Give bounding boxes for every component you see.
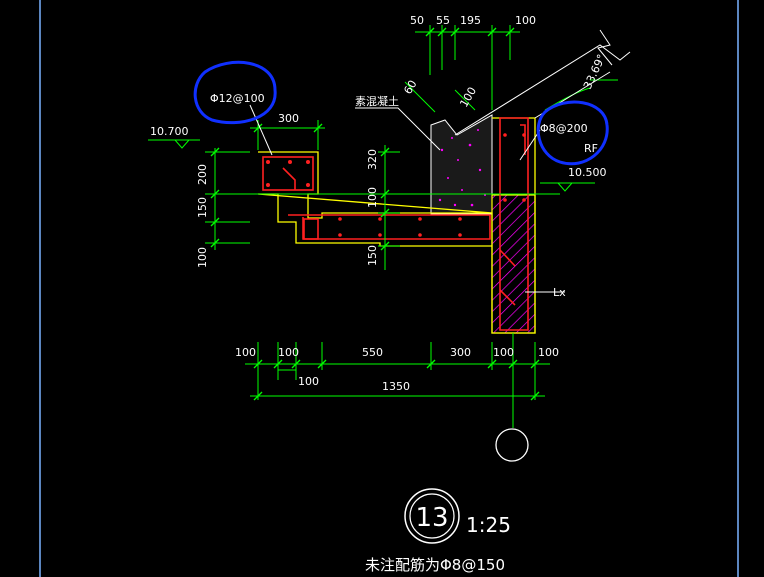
- rebar-column: [499, 117, 529, 331]
- detail-bubble-outer: [404, 488, 460, 544]
- left-dim-150: 150: [196, 197, 209, 218]
- elevation-left: 10.700: [150, 125, 189, 138]
- bottom-dim-3: 550: [362, 346, 383, 359]
- top-dim-1: 50: [410, 14, 424, 27]
- bottom-dim-2: 100: [278, 346, 299, 359]
- mid-dim-100: 100: [366, 187, 379, 208]
- mid-dim-150: 150: [366, 245, 379, 266]
- bottom-dim-1: 100: [235, 346, 256, 359]
- slope-dim-100: 100: [457, 85, 479, 110]
- lx-label: Lx: [553, 286, 566, 299]
- dim-300: 300: [278, 112, 299, 125]
- axis-bubble: [495, 428, 529, 462]
- detail-bubble-inner: [409, 493, 455, 539]
- leader-lines: [249, 29, 631, 293]
- rebar-left-label: Φ12@100: [210, 92, 265, 105]
- rebar-slab: [288, 214, 491, 240]
- markup-circle-left: [193, 60, 277, 125]
- bottom-dim-4: 300: [450, 346, 471, 359]
- dimension-ticks: [210, 27, 540, 401]
- markup-circle-right: [536, 100, 609, 166]
- concrete-speckles: [438, 129, 486, 207]
- bottom-dim-5: 100: [493, 346, 514, 359]
- concrete-label: 素混凝土: [355, 94, 399, 108]
- detail-scale: 1:25: [466, 513, 511, 537]
- rebar-bend-2: [499, 249, 516, 306]
- footnote: 未注配筋为Φ8@150: [365, 556, 505, 574]
- left-dim-200: 200: [196, 164, 209, 185]
- rf-label: RF: [584, 142, 598, 155]
- dimension-lines: [148, 25, 618, 428]
- rebar-bend-1: [282, 167, 296, 190]
- rebar-lines: [262, 117, 529, 331]
- rebar-right-label: Φ8@200: [540, 122, 588, 135]
- annotation-texts: 10.700 10.500 Φ12@100 Φ8@200 RF Lx 素混凝土: [150, 92, 607, 299]
- mid-dim-320: 320: [366, 149, 379, 170]
- bottom-dim-row2: 100: [298, 375, 319, 388]
- bottom-dim-6: 100: [538, 346, 559, 359]
- slope-dim-60: 60: [401, 78, 419, 97]
- rebar-small-beam: [303, 218, 319, 240]
- roof-slope-line: [454, 44, 631, 136]
- dimension-texts: 50 55 195 100 300 200 150 100 320 100 15…: [196, 14, 608, 393]
- concrete-section: [257, 114, 536, 334]
- left-dim-100: 100: [196, 247, 209, 268]
- title-block: 13 1:25 未注配筋为Φ8@150: [365, 503, 511, 574]
- top-dim-4: 100: [515, 14, 536, 27]
- elevation-right: 10.500: [568, 166, 607, 179]
- angle-label: 33.69°: [581, 52, 608, 91]
- rebar-dots: [266, 133, 526, 237]
- top-dim-2: 55: [436, 14, 450, 27]
- plain-concrete-block: [430, 114, 493, 215]
- detail-number: 13: [415, 503, 448, 533]
- total-dim: 1350: [382, 380, 410, 393]
- rebar-top-beam: [262, 156, 314, 191]
- top-dim-3: 195: [460, 14, 481, 27]
- rebar-hook: [520, 124, 526, 155]
